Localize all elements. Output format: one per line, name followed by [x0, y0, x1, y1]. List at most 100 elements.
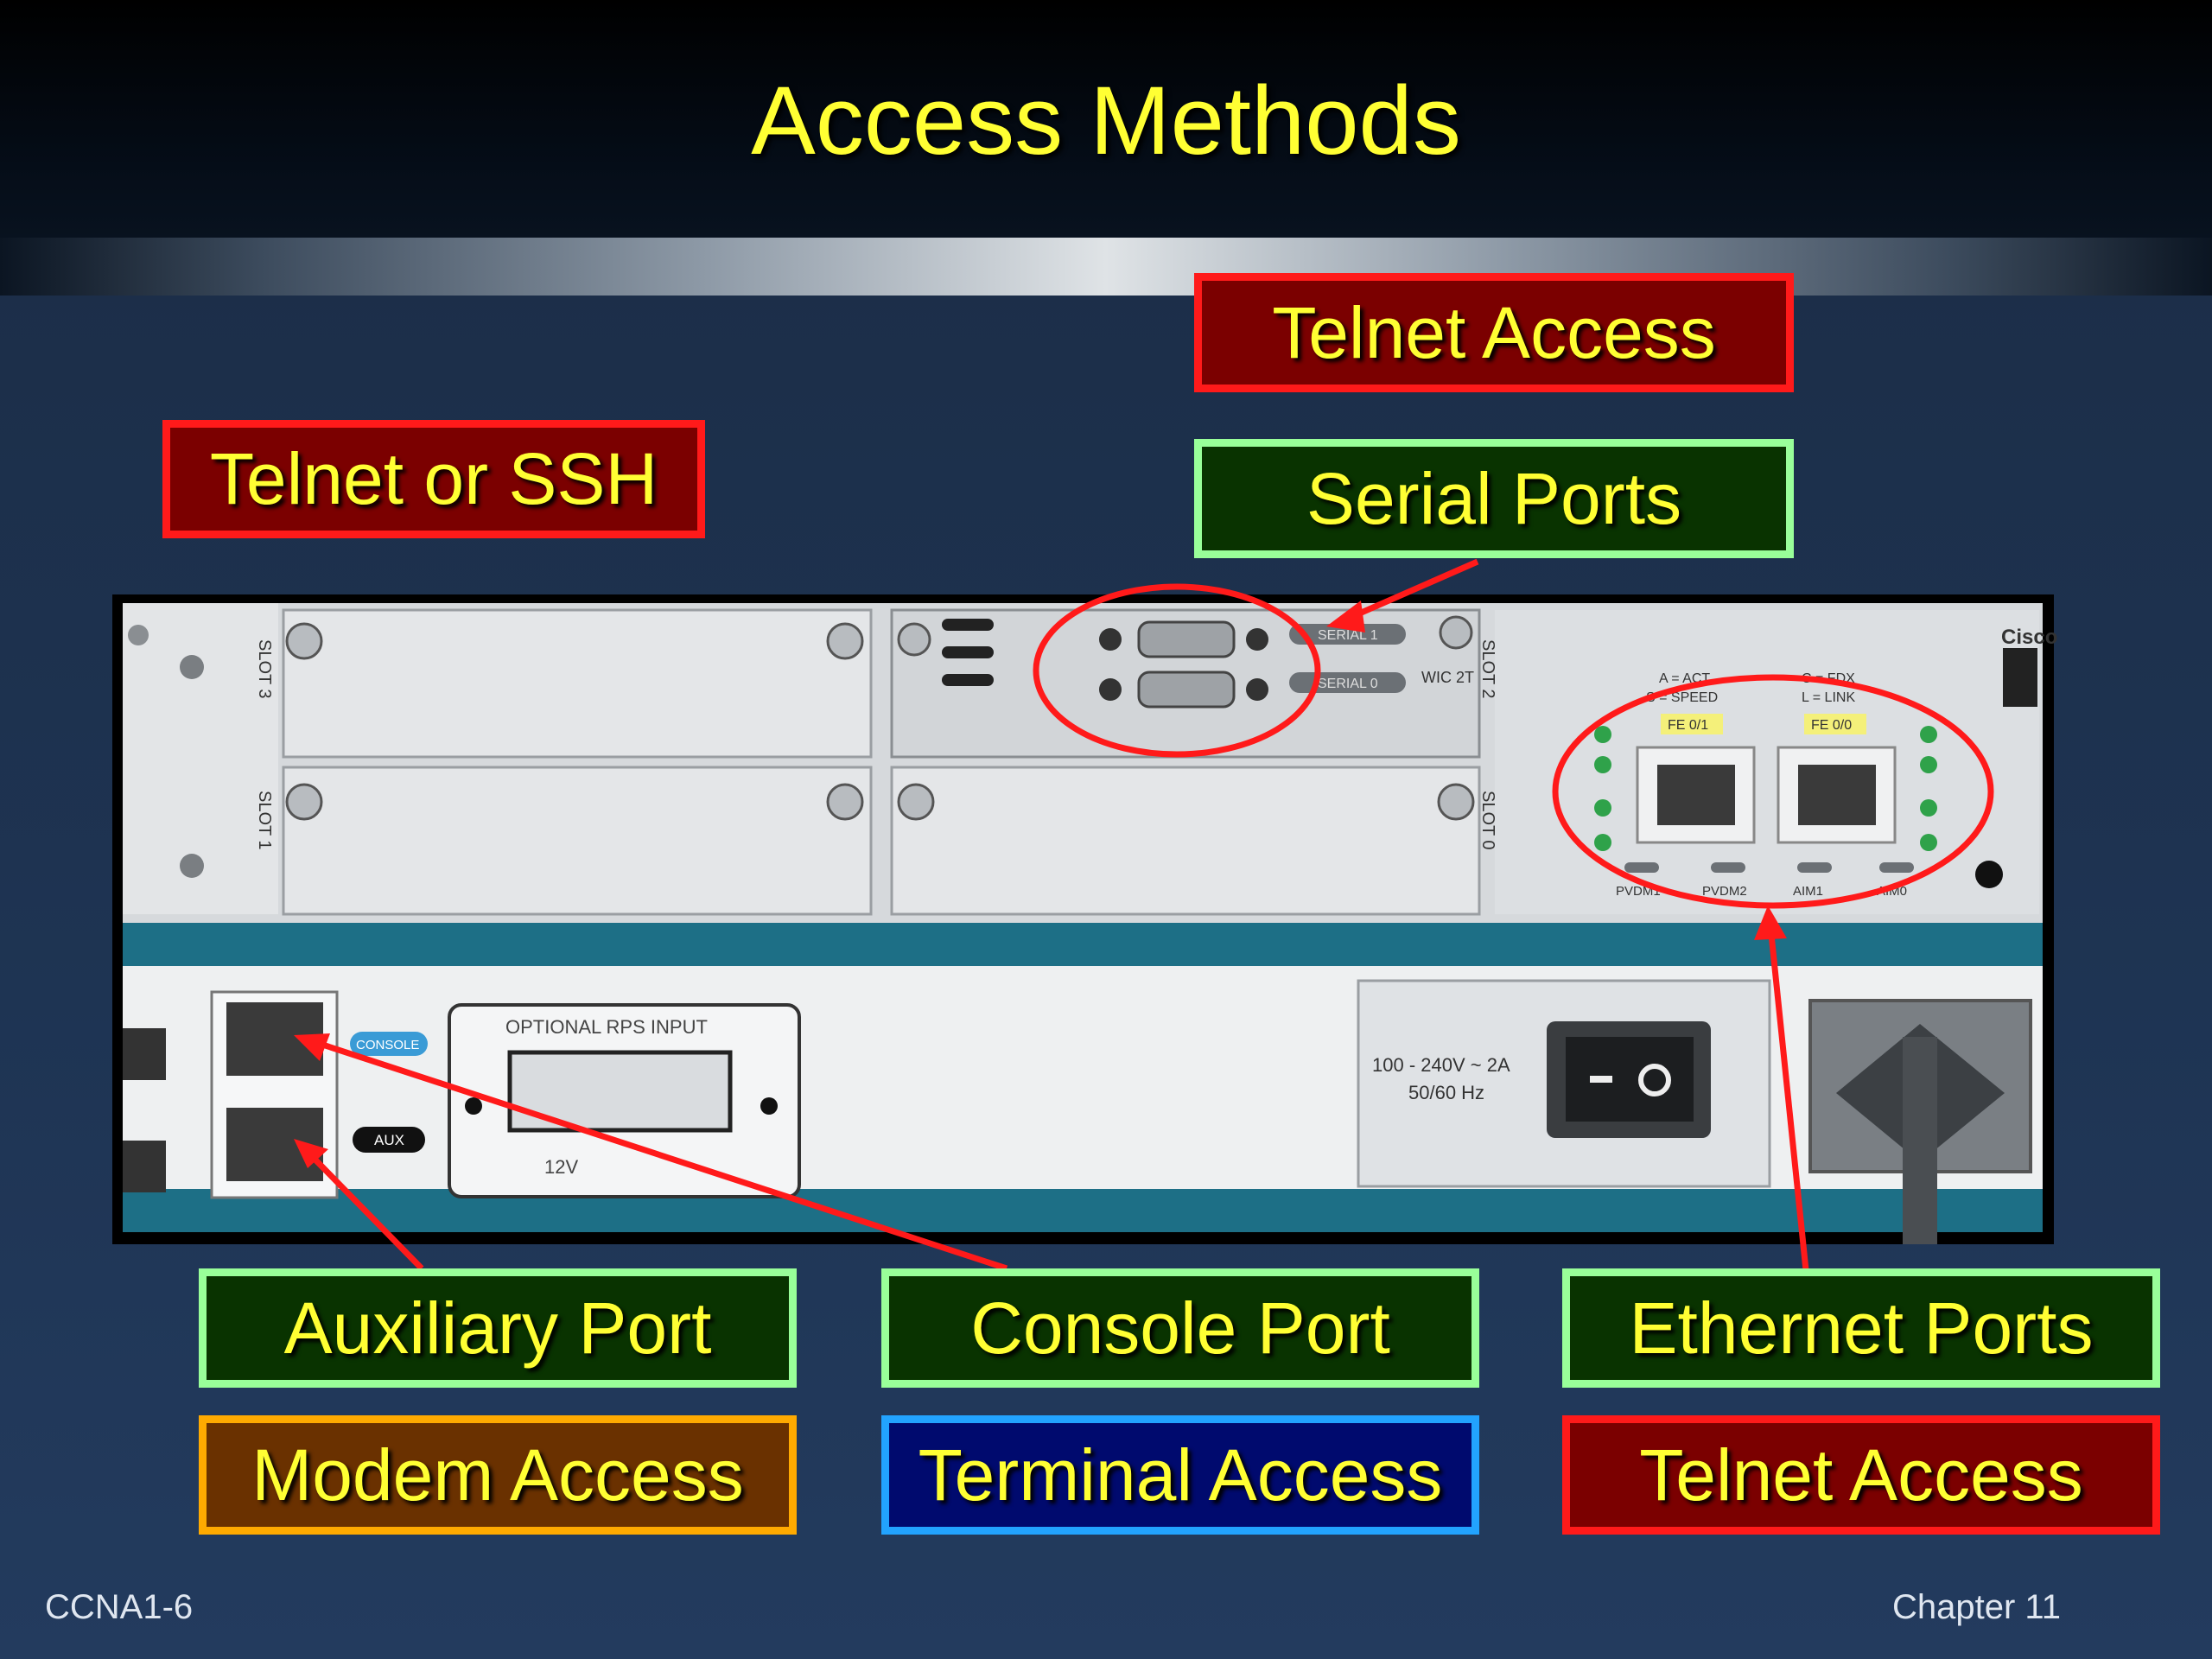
serial-label: SERIAL 0 [1318, 677, 1378, 691]
led-indicator [1879, 862, 1914, 873]
ethernet-panel [1495, 610, 2039, 914]
console-port-label: Console Port [881, 1268, 1479, 1388]
power-rating: 50/60 Hz [1408, 1082, 1484, 1103]
status-led [1920, 799, 1937, 817]
power-rating: 100 - 240V ~ 2A [1372, 1054, 1510, 1076]
rps-voltage: 12V [544, 1156, 578, 1178]
reset-hole [1975, 861, 2003, 888]
status-led [1920, 756, 1937, 773]
serial-connector [1137, 620, 1236, 658]
console-tag-label: CONSOLE [356, 1038, 419, 1052]
modem-access-label: Modem Access [199, 1415, 797, 1535]
connector-screw [1246, 678, 1268, 701]
screw-icon [180, 655, 204, 679]
slot-label: SLOT 2 [1478, 639, 1497, 699]
telnet-ssh-label: Telnet or SSH [162, 420, 705, 538]
screw-icon [128, 625, 149, 645]
eth-port-label: FE 0/0 [1811, 718, 1852, 733]
connector-screw [1099, 628, 1122, 651]
status-led [1920, 726, 1937, 743]
rj45-jack [1798, 765, 1876, 825]
serial-tag [1289, 624, 1406, 645]
title-band [0, 0, 2212, 238]
led-indicator [1624, 862, 1659, 873]
switch-off-mark [1638, 1064, 1671, 1096]
status-led [1594, 834, 1611, 851]
slide-title: Access Methods [751, 67, 1461, 175]
led-indicator [942, 619, 994, 631]
blank-plate-slot0 [890, 766, 1481, 916]
slot-label: SLOT 0 [1478, 791, 1497, 850]
teal-band [123, 923, 2043, 966]
aux-tag-label: AUX [374, 1132, 404, 1148]
rj45-jack [1657, 765, 1735, 825]
arrowhead-icon [1326, 601, 1365, 632]
bottom-row-label: PVDM2 [1702, 884, 1747, 899]
brand-logo-block [2003, 648, 2037, 707]
blank-plate-slot3 [282, 608, 873, 759]
brand-logo: Cisco [2001, 626, 2057, 649]
eth-port-tag [1661, 714, 1723, 734]
auxiliary-port-label: Auxiliary Port [199, 1268, 797, 1388]
blank-plate-slot1 [282, 766, 873, 916]
led-indicator [942, 646, 994, 658]
aux-tag [353, 1127, 425, 1153]
silver-divider [0, 238, 2212, 296]
telnet-access-top-label: Telnet Access [1194, 273, 1794, 392]
led-indicator [1711, 862, 1745, 873]
terminal-access-label: Terminal Access [881, 1415, 1479, 1535]
screw-icon [897, 622, 931, 657]
bottom-row-label: AIM1 [1793, 884, 1823, 899]
telnet-access-bottom-label: Telnet Access [1562, 1415, 2160, 1535]
footer-chapter: Chapter 11 [1892, 1588, 2061, 1626]
power-cord [1903, 1037, 1937, 1244]
slot-label: SLOT 3 [255, 639, 274, 699]
led-indicator [942, 674, 994, 686]
teal-band-bottom [123, 1189, 2043, 1232]
screw-icon [826, 783, 864, 821]
status-led [1594, 799, 1611, 817]
arrow-serial [1342, 558, 1479, 624]
screw-icon [180, 854, 204, 878]
left-connector [123, 1141, 166, 1192]
left-connector [123, 1028, 166, 1080]
status-led [1594, 756, 1611, 773]
status-led [1920, 834, 1937, 851]
footer-course: CCNA1-6 [45, 1588, 194, 1626]
serial-ports-label: Serial Ports [1194, 439, 1794, 558]
screw-icon [285, 622, 323, 660]
connector-screw [1099, 678, 1122, 701]
wic-label: WIC 2T [1421, 669, 1474, 686]
arrowhead-icon [294, 1139, 328, 1168]
ethernet-ports-label: Ethernet Ports [1562, 1268, 2160, 1388]
console-tag [350, 1032, 428, 1056]
eth-port-label: FE 0/1 [1668, 718, 1708, 733]
led-indicator [1797, 862, 1832, 873]
screw-icon [285, 783, 323, 821]
rps-screw [760, 1097, 778, 1115]
connector-screw [1246, 628, 1268, 651]
rps-screw [465, 1097, 482, 1115]
power-switch-rocker [1566, 1037, 1694, 1122]
screw-icon [826, 622, 864, 660]
status-led [1594, 726, 1611, 743]
slot-label: SLOT 1 [255, 791, 274, 850]
eth-legend: L = LINK [1802, 690, 1855, 705]
screw-icon [897, 783, 935, 821]
serial-connector [1137, 671, 1236, 709]
arrow-ethernet [1766, 917, 1809, 1271]
arrowhead-icon [294, 1033, 330, 1061]
arrow-aux [302, 1147, 424, 1271]
arrowhead-icon [1754, 906, 1787, 940]
screw-icon [1439, 615, 1473, 650]
switch-on-mark [1590, 1076, 1612, 1083]
serial-ports-highlight [1033, 583, 1321, 758]
ethernet-ports-highlight [1552, 674, 1994, 909]
screw-icon [1437, 783, 1475, 821]
rps-title: OPTIONAL RPS INPUT [505, 1016, 708, 1038]
arrow-console [305, 1036, 1008, 1272]
serial-label: SERIAL 1 [1318, 628, 1378, 643]
eth-port-tag [1804, 714, 1866, 734]
annotations [302, 558, 1994, 1272]
